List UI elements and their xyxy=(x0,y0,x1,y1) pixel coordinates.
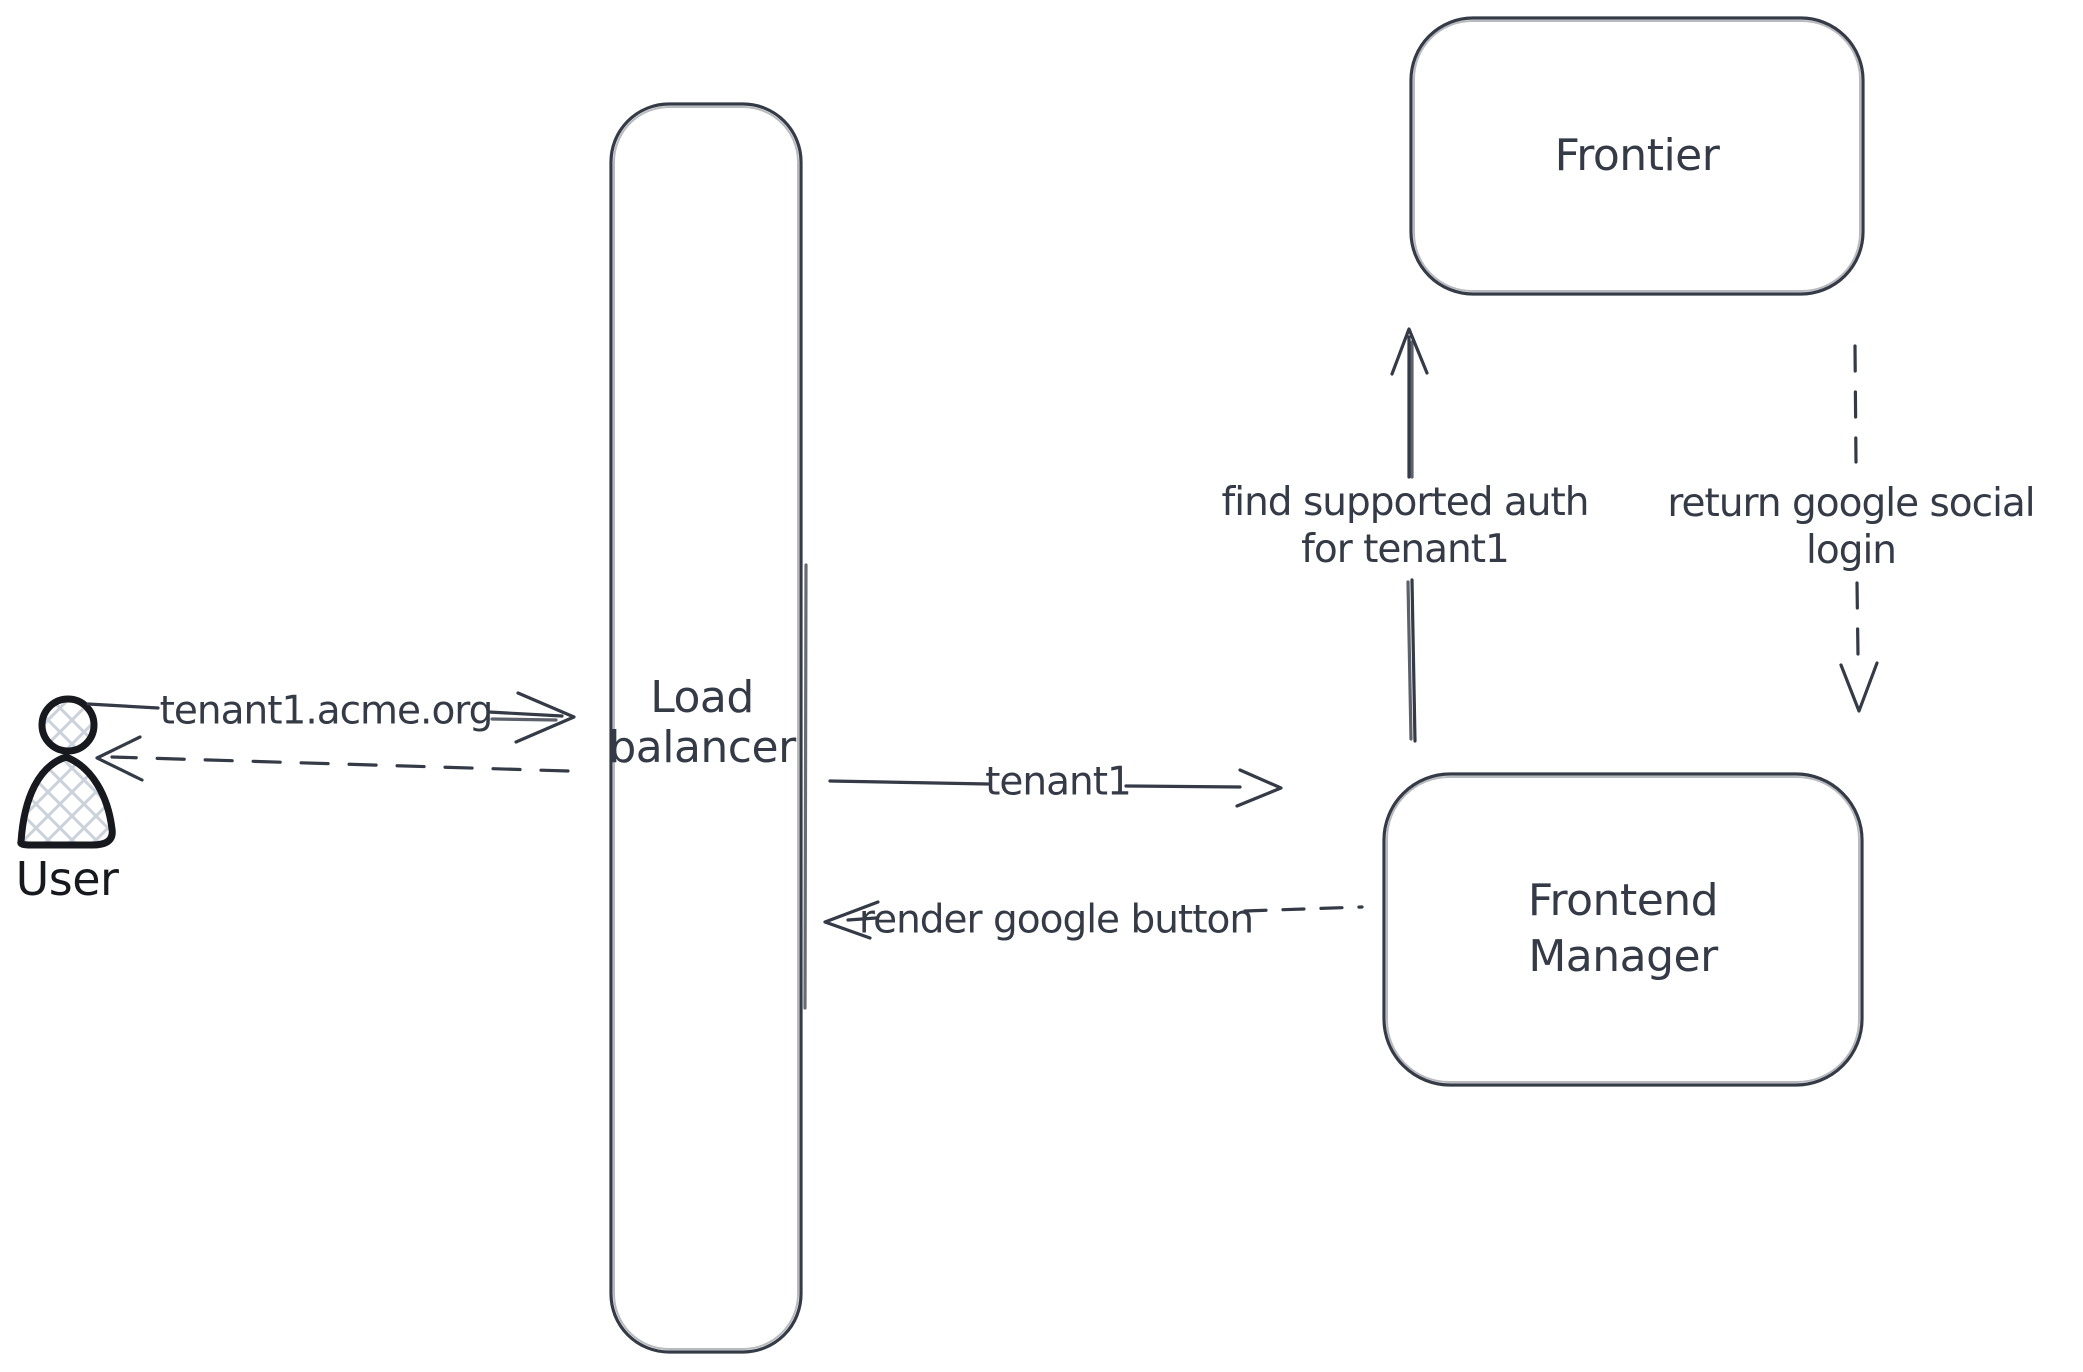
user-head xyxy=(38,695,98,755)
frontier-box-sketch xyxy=(1413,20,1861,292)
frontend-manager-label-line2: Manager xyxy=(1528,931,1718,982)
frontend-manager-label-line1: Frontend xyxy=(1527,875,1719,926)
frontier-box-outline xyxy=(1409,16,1865,296)
edge-label-line2: login xyxy=(1805,528,1897,573)
frontend-manager-box xyxy=(1382,772,1864,1087)
edge-label-load-balancer-to-frontend-manager: tenant1 xyxy=(985,759,1132,805)
load-balancer-box-double-edge xyxy=(803,563,808,1010)
edge-label-line1: find supported auth xyxy=(1221,480,1590,525)
arrow-head xyxy=(514,691,576,744)
arrow-head xyxy=(1235,768,1283,808)
load-balancer-label-line1: Load xyxy=(650,672,754,723)
arrow-head xyxy=(95,735,144,782)
arrow-line xyxy=(1243,905,1364,913)
arrow-line xyxy=(846,916,878,922)
load-balancer-label-line2: balancer xyxy=(608,722,796,773)
arrow-load-balancer-to-frontend-manager xyxy=(828,768,1283,808)
arrow-user-to-load-balancer xyxy=(86,691,576,744)
edge-label-line1: return google social xyxy=(1667,481,2035,526)
arrow-line-sketch xyxy=(1406,580,1413,741)
load-balancer-box-outline xyxy=(609,102,803,1354)
arrow-line xyxy=(828,779,990,786)
frontend-manager-label: Frontend Manager xyxy=(1527,873,1719,985)
user-icon xyxy=(17,695,116,849)
frontier-label: Frontier xyxy=(1554,130,1720,181)
arrow-line xyxy=(110,755,570,773)
edge-label-frontend-manager-to-frontier: find supported auth for tenant1 xyxy=(1221,479,1590,573)
arrow-line xyxy=(86,702,160,710)
arrow-load-balancer-to-user xyxy=(95,735,570,782)
frontend-manager-box-sketch xyxy=(1386,776,1860,1083)
arrow-line-sketch xyxy=(490,717,558,722)
edge-label-frontend-manager-to-load-balancer: render google button xyxy=(858,897,1254,943)
load-balancer-box-sketch xyxy=(613,106,799,1350)
arrow-line xyxy=(1410,578,1417,743)
load-balancer-box xyxy=(609,102,808,1354)
user-body xyxy=(17,753,116,849)
arrow-line xyxy=(487,710,564,718)
arrow-head xyxy=(823,900,880,940)
arrow-line xyxy=(1855,581,1860,657)
arrow-frontend-manager-to-frontier xyxy=(1390,327,1429,743)
edge-label-user-to-load-balancer: tenant1.acme.org xyxy=(159,688,494,734)
arrow-line xyxy=(1853,344,1858,464)
arrow-frontend-manager-to-load-balancer xyxy=(823,900,1364,940)
frontend-manager-box-outline xyxy=(1382,772,1864,1087)
edge-label-frontier-to-frontend-manager: return google social login xyxy=(1667,480,2035,574)
frontier-box xyxy=(1409,16,1865,296)
user-label: User xyxy=(15,852,119,906)
arrow-frontier-to-frontend-manager xyxy=(1839,344,1879,713)
arrow-head xyxy=(1390,327,1429,376)
arrow-head xyxy=(1839,661,1879,713)
arrow-line xyxy=(1124,784,1242,789)
edge-label-line2: for tenant1 xyxy=(1301,527,1510,572)
load-balancer-label: Load balancer xyxy=(608,672,796,773)
